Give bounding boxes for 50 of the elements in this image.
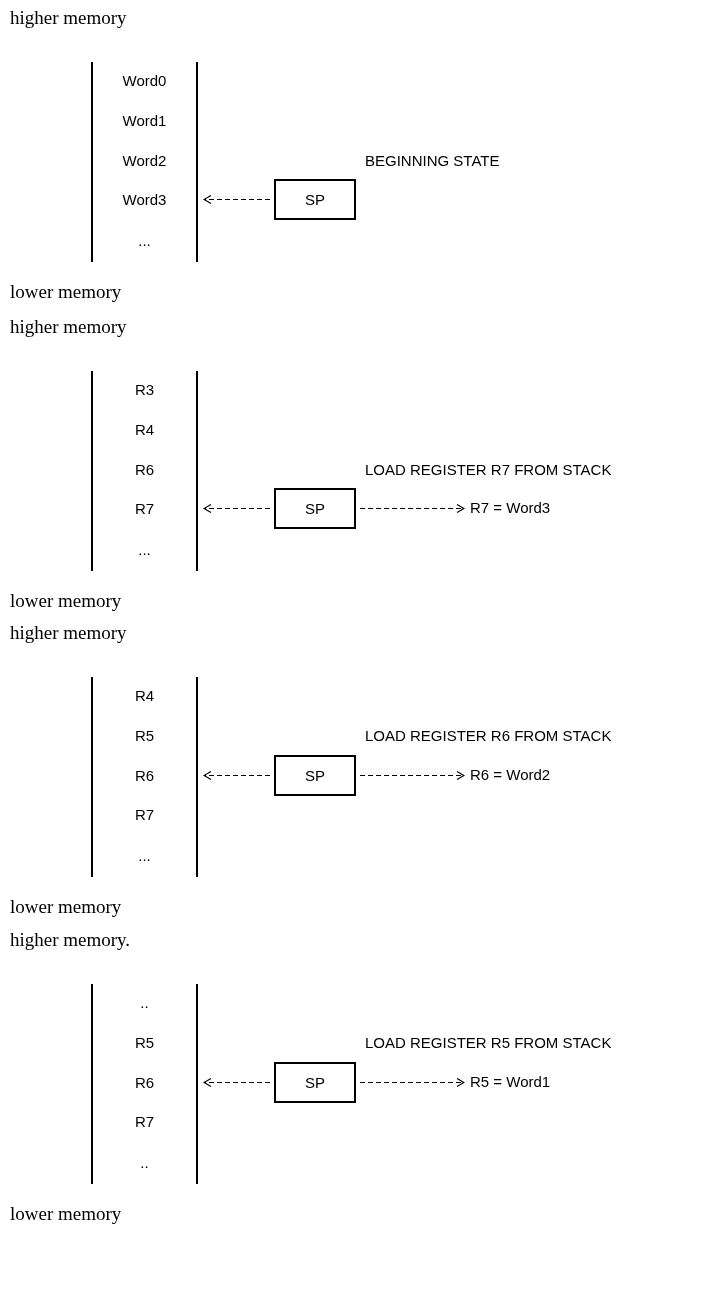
stack-entry: R7: [133, 1112, 156, 1130]
dashed-arrow: [203, 1077, 271, 1088]
register-box: SP: [274, 179, 356, 220]
dashed-arrow: [359, 770, 465, 781]
memory-direction-label: lower memory: [10, 281, 122, 303]
stack-entry: R6: [133, 460, 156, 478]
stack-entry: ..: [139, 993, 150, 1011]
stack-entry: Word2: [121, 151, 168, 169]
stack-entry: R7: [133, 499, 156, 517]
result-text: R5 = Word1: [470, 1073, 551, 1091]
stack-entry: R5: [133, 1033, 156, 1051]
memory-direction-label: higher memory: [10, 7, 127, 29]
stack-entry: Word3: [121, 190, 168, 208]
stack-column: [91, 677, 198, 877]
stack-entry: R4: [133, 420, 156, 438]
stack-entry: ..: [139, 1153, 150, 1171]
stack-entry: R6: [133, 1073, 156, 1091]
dashed-arrow: [359, 503, 465, 514]
stack-entry: R6: [133, 766, 156, 784]
stack-entry: Word1: [121, 111, 168, 129]
stack-entry: Word0: [121, 71, 168, 89]
state-caption: LOAD REGISTER R7 FROM STACK: [365, 460, 612, 478]
dashed-arrow: [203, 770, 271, 781]
stack-column: [91, 62, 198, 262]
result-text: R7 = Word3: [470, 499, 551, 517]
state-caption: LOAD REGISTER R5 FROM STACK: [365, 1033, 612, 1051]
memory-direction-label: lower memory: [10, 896, 122, 918]
register-box: SP: [274, 488, 356, 529]
stack-entry: ...: [137, 540, 152, 558]
stack-column: [91, 984, 198, 1184]
dashed-arrow: [203, 503, 271, 514]
register-box: SP: [274, 755, 356, 796]
stack-entry: R7: [133, 805, 156, 823]
memory-direction-label: lower memory: [10, 1203, 122, 1225]
result-text: R6 = Word2: [470, 766, 551, 784]
stack-entry: ...: [137, 231, 152, 249]
stack-entry: R4: [133, 686, 156, 704]
memory-direction-label: higher memory: [10, 316, 127, 338]
stack-entry: R5: [133, 726, 156, 744]
stack-column: [91, 371, 198, 571]
stack-entry: ...: [137, 846, 152, 864]
state-caption: BEGINNING STATE: [365, 151, 500, 169]
memory-direction-label: higher memory.: [10, 929, 131, 951]
dashed-arrow: [203, 194, 271, 205]
memory-direction-label: higher memory: [10, 622, 127, 644]
state-caption: LOAD REGISTER R6 FROM STACK: [365, 726, 612, 744]
register-box: SP: [274, 1062, 356, 1103]
memory-direction-label: lower memory: [10, 590, 122, 612]
stack-entry: R3: [133, 380, 156, 398]
dashed-arrow: [359, 1077, 465, 1088]
